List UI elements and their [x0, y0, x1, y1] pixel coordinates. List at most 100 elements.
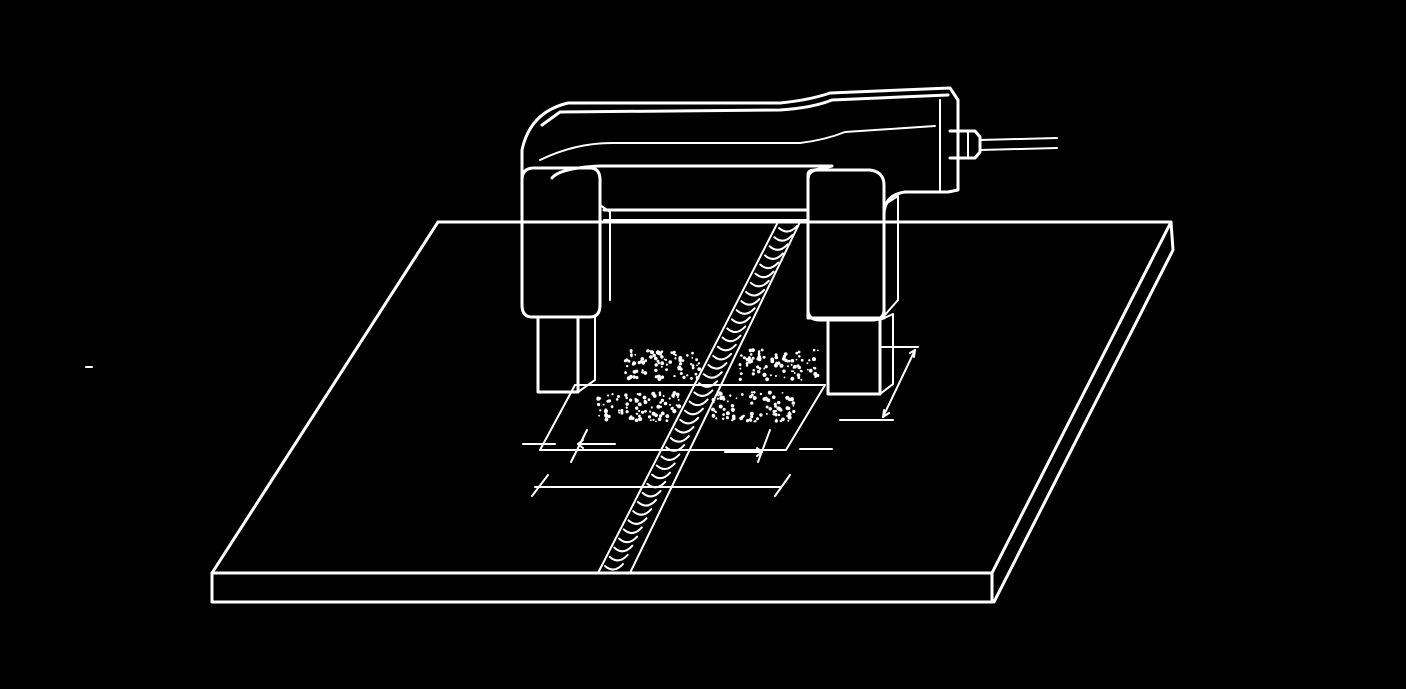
particle-dot	[767, 390, 772, 395]
magnetizing-yoke	[520, 86, 960, 396]
particle-dot	[603, 409, 609, 414]
particle-dot	[759, 392, 763, 396]
particle-dot	[676, 396, 679, 399]
particle-dot	[638, 417, 643, 422]
particle-dot	[618, 411, 621, 414]
particle-dot	[691, 364, 695, 368]
yoke-left-pole	[536, 315, 580, 394]
weld-ripple	[712, 352, 733, 361]
particle-dot	[798, 355, 801, 358]
particle-dot	[813, 372, 818, 376]
particle-dot	[665, 363, 669, 366]
particle-dot	[654, 375, 658, 379]
particle-dot	[629, 376, 633, 379]
particle-dot	[806, 362, 809, 365]
particle-dot	[790, 363, 793, 366]
weld-seam	[597, 221, 801, 574]
particle-dot	[663, 401, 668, 406]
particle-dot	[634, 397, 637, 401]
particle-dot	[772, 413, 775, 416]
particle-dot	[665, 419, 669, 422]
particle-dot	[792, 370, 795, 373]
particle-dot	[739, 367, 742, 370]
weld-ripple	[622, 526, 643, 534]
particle-dot	[762, 372, 767, 377]
particle-dot	[696, 364, 698, 367]
particle-dot	[598, 414, 601, 417]
particle-dot	[812, 348, 816, 352]
particle-dot	[665, 414, 670, 419]
weld-ripple	[608, 553, 629, 562]
particle-dot	[602, 403, 605, 406]
weld-ripple	[716, 343, 737, 352]
weld-seam-edge-right	[629, 221, 801, 574]
particle-dot	[718, 404, 723, 409]
particle-dot	[757, 370, 761, 374]
particle-dot	[652, 418, 655, 421]
particle-dot	[786, 365, 789, 368]
weld-ripple	[763, 252, 784, 260]
particle-dot	[642, 395, 647, 400]
particle-dot	[715, 417, 718, 420]
particle-dot	[686, 354, 689, 357]
particle-dot	[677, 398, 680, 401]
particle-dot	[790, 358, 795, 363]
particle-dot	[730, 407, 736, 412]
particle-dot	[625, 396, 628, 400]
particle-dot	[679, 372, 683, 375]
particle-dot	[785, 395, 790, 400]
particle-dot	[787, 419, 790, 422]
particle-dot	[738, 363, 742, 367]
particle-dot	[599, 409, 602, 412]
cable	[948, 129, 1058, 160]
weld-ripple	[679, 416, 700, 425]
particle-dot	[647, 415, 652, 419]
particle-dot	[774, 375, 777, 377]
particle-dot	[752, 396, 757, 400]
particle-dot	[765, 405, 769, 409]
particle-dot	[658, 391, 662, 395]
particle-dot	[638, 392, 642, 396]
particle-dot	[620, 409, 624, 413]
particle-dot	[787, 415, 792, 420]
particle-dot	[644, 409, 647, 413]
particle-dot	[632, 375, 636, 379]
particle-dot	[654, 368, 658, 373]
particle-dot	[647, 398, 651, 401]
particle-dot	[775, 414, 778, 417]
particle-dot	[656, 359, 660, 363]
particle-dot	[654, 363, 658, 367]
particle-dot	[615, 398, 619, 401]
yoke-right-pole	[826, 318, 882, 396]
particle-dot	[783, 376, 786, 379]
weld-ripple	[754, 270, 775, 279]
particle-dot	[649, 419, 652, 422]
particle-dot	[630, 351, 633, 354]
particle-dot	[769, 374, 772, 377]
particle-dot	[610, 405, 614, 409]
yoke-left-leg-side	[599, 204, 611, 213]
particle-dot	[772, 410, 776, 414]
weld-ripple	[759, 261, 780, 270]
weld-ripple	[740, 298, 761, 306]
particle-dot	[631, 362, 635, 366]
particle-dot	[774, 353, 778, 357]
particle-dot	[678, 358, 683, 363]
particle-dot	[749, 411, 754, 416]
particle-dot	[739, 372, 743, 375]
particle-dot	[638, 414, 641, 418]
particle-dot	[717, 394, 720, 397]
particle-dot	[629, 398, 633, 402]
particle-dot	[674, 357, 677, 360]
particle-dot	[714, 410, 716, 413]
dimension-tick-bottom-left	[531, 474, 549, 497]
dimension-tick-left	[570, 429, 588, 463]
particle-dot	[631, 416, 635, 420]
particle-dot	[790, 376, 795, 381]
particle-dot	[649, 410, 652, 413]
weld-ripple	[726, 325, 747, 333]
particle-dot	[646, 349, 650, 353]
weld-ripple	[669, 435, 690, 443]
